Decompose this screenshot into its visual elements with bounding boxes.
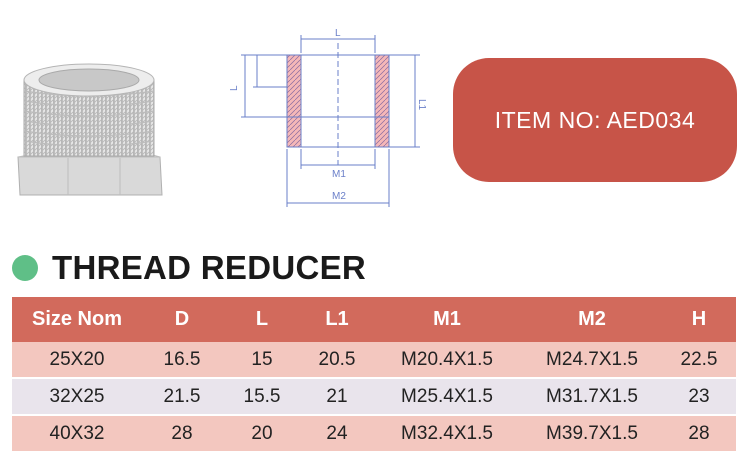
table-cell: 22.5 bbox=[662, 342, 736, 379]
table-cell: 28 bbox=[662, 415, 736, 453]
header-h: H bbox=[662, 297, 736, 342]
table-cell: 32X25 bbox=[12, 378, 142, 416]
table-cell: M25.4X1.5 bbox=[372, 378, 522, 416]
drawing-label-right: L1 bbox=[416, 99, 427, 111]
table-cell: M39.7X1.5 bbox=[522, 415, 662, 453]
table-row: 40X32 28 20 24 M32.4X1.5 M39.7X1.5 28 bbox=[12, 415, 736, 453]
table-cell: 20.5 bbox=[302, 342, 372, 379]
table-cell: M24.7X1.5 bbox=[522, 342, 662, 379]
table-cell: 15.5 bbox=[222, 378, 302, 416]
table-cell: 24 bbox=[302, 415, 372, 453]
section-heading: THREAD REDUCER bbox=[12, 248, 366, 288]
item-number-badge: ITEM NO: AED034 bbox=[453, 58, 737, 182]
table-cell: M32.4X1.5 bbox=[372, 415, 522, 453]
table-row: 25X20 16.5 15 20.5 M20.4X1.5 M24.7X1.5 2… bbox=[12, 342, 736, 379]
table-header-row: Size Nom D L L1 M1 M2 H bbox=[12, 297, 736, 342]
table-row: 32X25 21.5 15.5 21 M25.4X1.5 M31.7X1.5 2… bbox=[12, 378, 736, 416]
header-l1: L1 bbox=[302, 297, 372, 342]
header-m1: M1 bbox=[372, 297, 522, 342]
table-cell: 21 bbox=[302, 378, 372, 416]
header-size-nom: Size Nom bbox=[12, 297, 142, 342]
header-d: D bbox=[142, 297, 222, 342]
bullet-dot-icon bbox=[12, 255, 38, 281]
section-title: THREAD REDUCER bbox=[52, 249, 367, 286]
table-cell: 28 bbox=[142, 415, 222, 453]
drawing-label-top: L bbox=[335, 28, 341, 39]
spec-table: Size Nom D L L1 M1 M2 H 25X20 16.5 15 20… bbox=[12, 297, 736, 453]
header-l: L bbox=[222, 297, 302, 342]
technical-drawing: L L L1 M1 M2 bbox=[229, 28, 427, 207]
table-cell: 20 bbox=[222, 415, 302, 453]
product-photo bbox=[17, 63, 163, 196]
item-number-text: ITEM NO: AED034 bbox=[494, 106, 696, 133]
table-cell: 23 bbox=[662, 378, 736, 416]
table-cell: 21.5 bbox=[142, 378, 222, 416]
drawing-label-left: L bbox=[229, 85, 240, 91]
table-cell: 16.5 bbox=[142, 342, 222, 379]
table-cell: 25X20 bbox=[12, 342, 142, 379]
table-cell: 40X32 bbox=[12, 415, 142, 453]
drawing-label-m1: M1 bbox=[332, 169, 346, 180]
header-m2: M2 bbox=[522, 297, 662, 342]
drawing-label-m2: M2 bbox=[332, 191, 346, 202]
table-cell: M20.4X1.5 bbox=[372, 342, 522, 379]
table-cell: 15 bbox=[222, 342, 302, 379]
table-cell: M31.7X1.5 bbox=[522, 378, 662, 416]
